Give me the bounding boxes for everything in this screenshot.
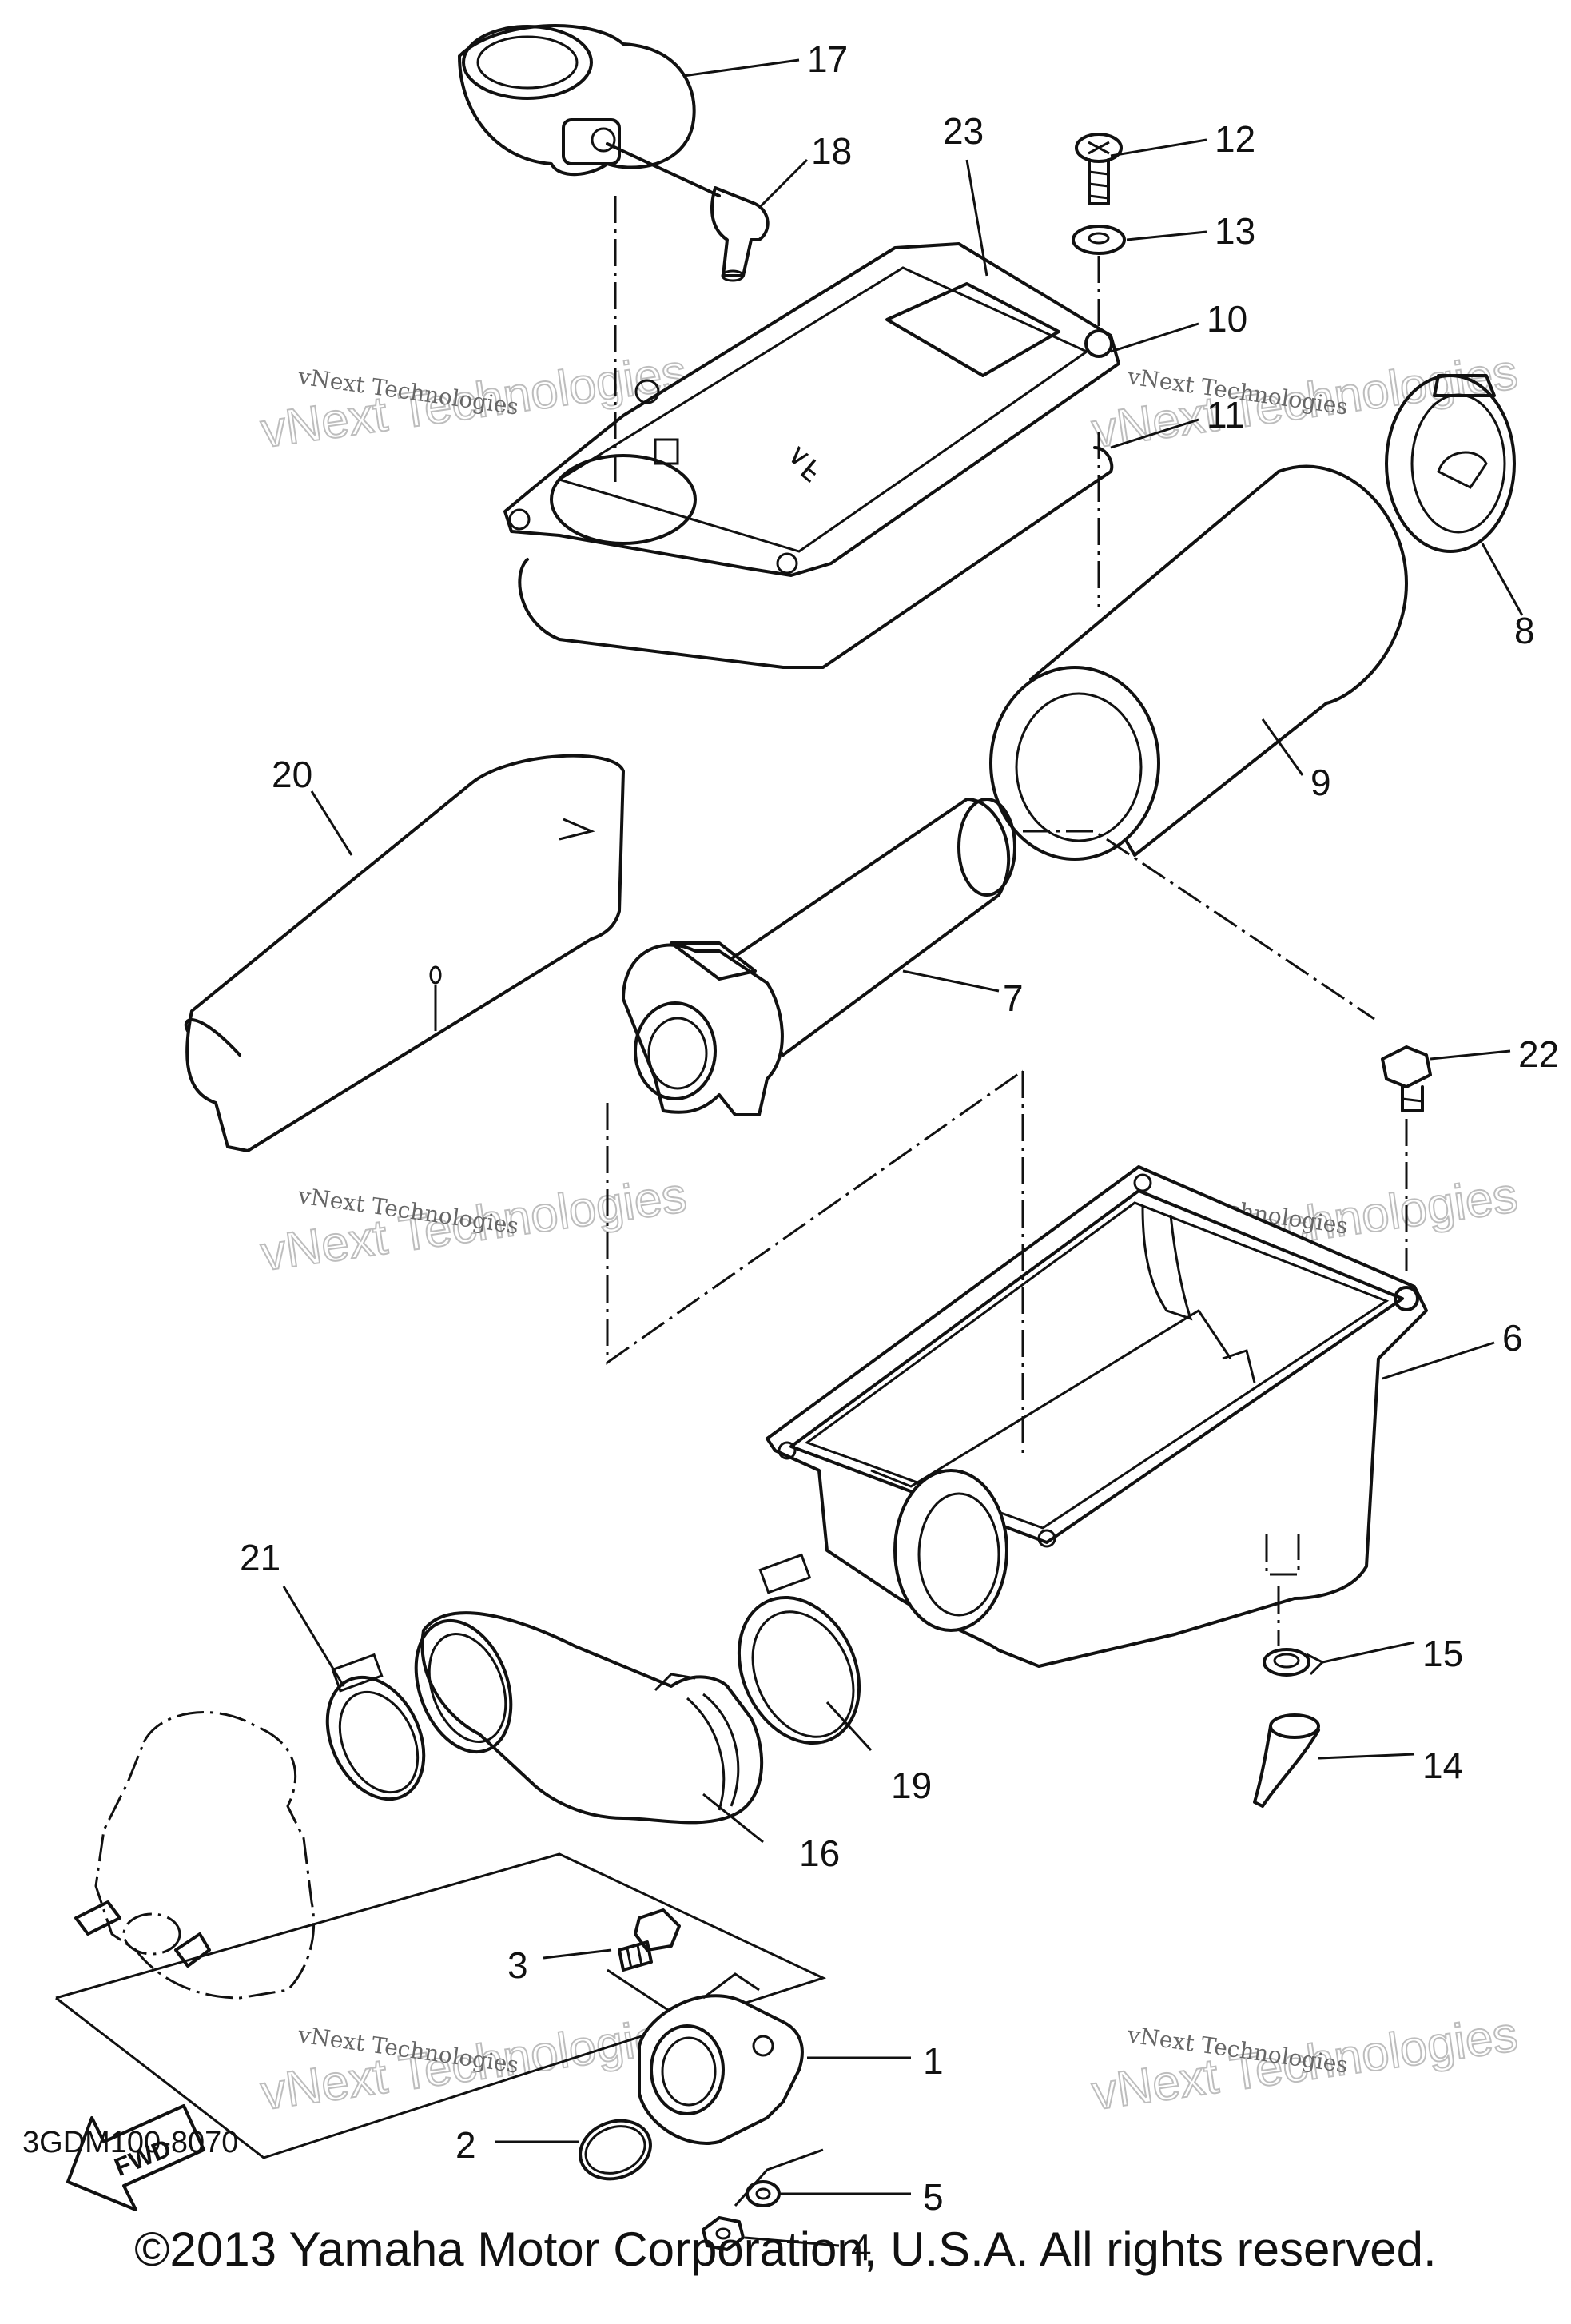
part-13-washer (1072, 225, 1126, 255)
part-label-22: 22 (1518, 1033, 1559, 1075)
part-6-air-box-case (766, 1165, 1428, 1668)
part-label-13: 13 (1215, 210, 1255, 252)
part-3-bolt (618, 1908, 681, 1972)
part-label-9: 9 (1310, 762, 1331, 803)
part-label-21: 21 (240, 1537, 280, 1578)
watermark-bottom-right: vNext Technologies vNext Technologies (1088, 2006, 1521, 2122)
assembly-line (1023, 830, 1375, 1021)
diagram-code: 3GDM100-8070 (22, 2126, 239, 2159)
part-18-elbow-fitting (606, 142, 770, 282)
part-label-12: 12 (1215, 118, 1255, 160)
intake-group-bracket (55, 1852, 827, 2159)
part-label-3: 3 (507, 1944, 528, 1986)
part-15-drain-clamp (1263, 1648, 1325, 1677)
part-label-8: 8 (1514, 610, 1535, 651)
part-label-17: 17 (807, 38, 848, 80)
part-8-filter-end-cap (1385, 374, 1516, 553)
part-label-4: 4 (851, 2227, 872, 2268)
watermark-bottom-left: vNext Technologies vNext Technologies (257, 2006, 690, 2122)
part-label-15: 15 (1422, 1633, 1463, 1674)
part-9-air-filter (989, 464, 1408, 861)
part-2-o-ring (579, 2119, 652, 2181)
part-4-nut (702, 2216, 745, 2251)
part-label-7: 7 (1003, 977, 1024, 1019)
part-12-screw (1075, 133, 1123, 205)
part-label-16: 16 (799, 1833, 840, 1874)
leader-lines (282, 58, 1524, 2247)
part-17-intake-boot (458, 24, 696, 177)
part-label-20: 20 (272, 754, 312, 795)
part-16-intake-joint (414, 1611, 764, 1825)
drain-hidden-outline (1265, 1534, 1300, 1576)
part-19-hose-clamp (737, 1553, 861, 1745)
part-label-1: 1 (923, 2040, 944, 2082)
part-22-bolt (1381, 1045, 1432, 1112)
part-7-filter-guide (622, 798, 1016, 1116)
part-label-6: 6 (1502, 1317, 1523, 1359)
part-label-5: 5 (923, 2176, 944, 2218)
copyright-notice: ©2013 Yamaha Motor Corporation, U.S.A. A… (134, 2223, 1437, 2276)
part-14-drain-cap (1253, 1713, 1320, 1808)
watermark-mid-left: vNext Technologies vNext Technologies (257, 1167, 690, 1283)
part-label-10: 10 (1207, 298, 1247, 340)
part-label-2: 2 (455, 2124, 476, 2166)
part-label-23: 23 (943, 110, 984, 152)
part-21-hose-clamp (325, 1653, 426, 1801)
part-labels: 17 18 23 12 13 10 11 8 9 20 7 22 6 21 15… (240, 38, 1559, 2268)
part-label-19: 19 (891, 1765, 932, 1806)
part-20-side-plate (184, 754, 625, 1152)
watermark-top-right: vNext Technologies vNext Technologies (1088, 344, 1521, 460)
part-11-lid-seal (518, 446, 1114, 669)
part-5-washer (746, 2180, 781, 2207)
part-23-airbox-lid: ꟻ∧ (503, 242, 1120, 577)
assembly-line (606, 1069, 1024, 1365)
part-label-18: 18 (811, 130, 852, 172)
part-label-14: 14 (1422, 1745, 1463, 1786)
part-1-intake-manifold (638, 1972, 804, 2145)
part-label-11: 11 (1207, 394, 1245, 436)
carburetor-reference-outline (74, 1711, 316, 2000)
